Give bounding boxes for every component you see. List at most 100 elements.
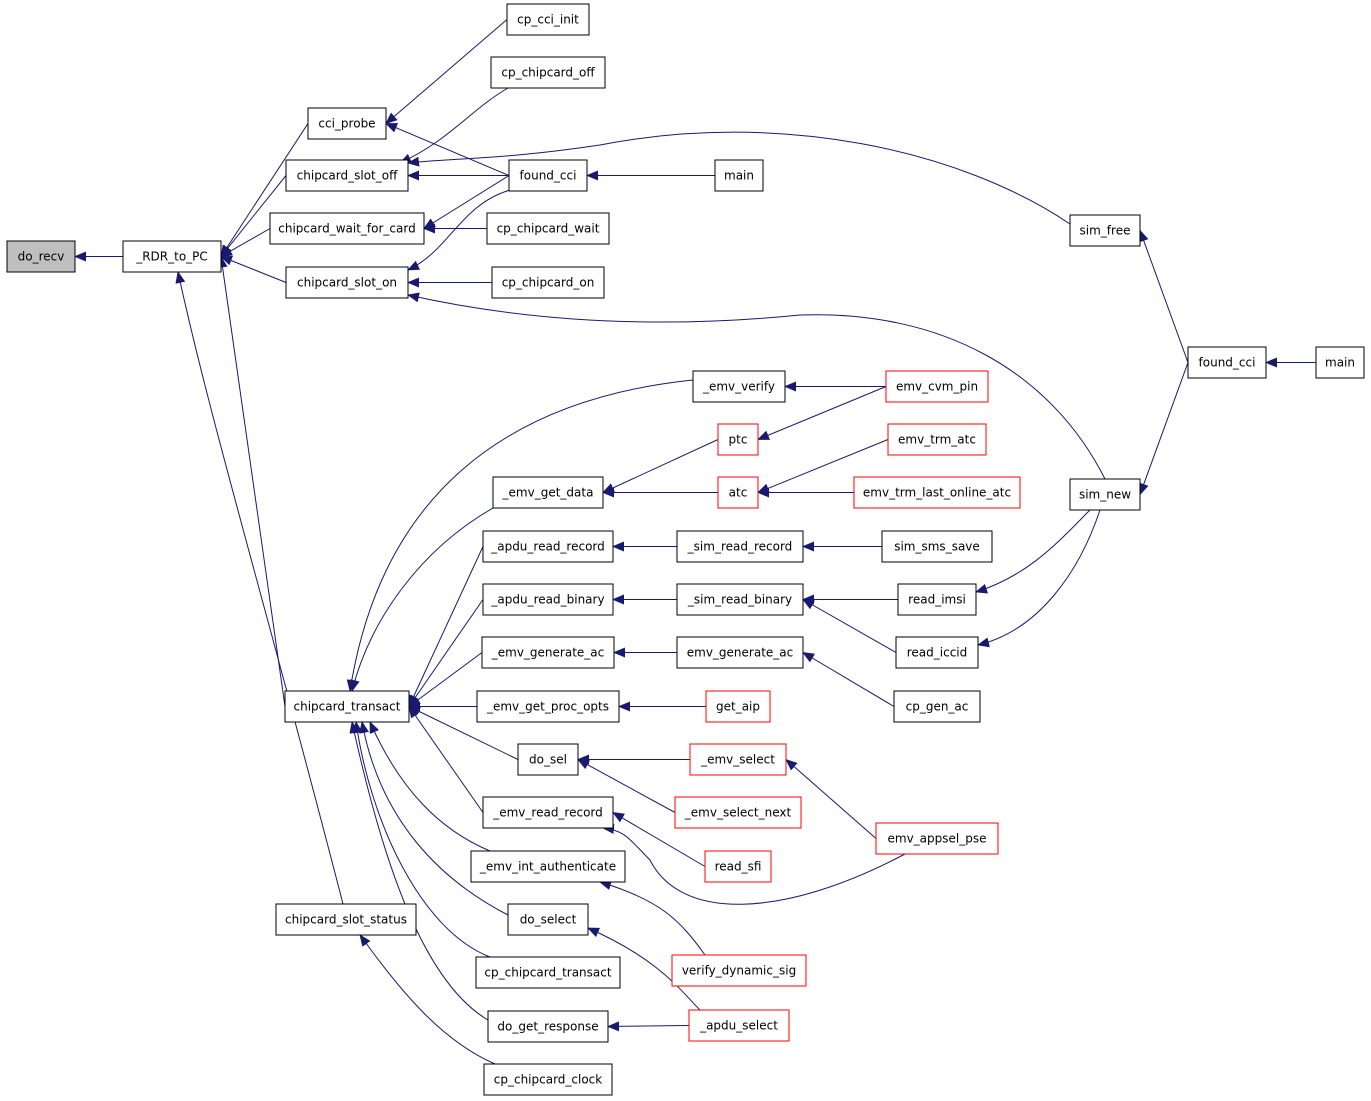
node-atc[interactable]: atc <box>717 476 759 509</box>
node-main_1[interactable]: main <box>714 159 764 192</box>
edge-emv_get_data-to-chipcard_transact <box>349 507 494 692</box>
node-read_iccid[interactable]: read_iccid <box>895 636 979 669</box>
node-found_cci_2[interactable]: found_cci <box>1187 346 1267 379</box>
node-apdu_read_record[interactable]: _apdu_read_record <box>482 530 614 563</box>
node-sim_free[interactable]: sim_free <box>1069 214 1141 247</box>
node-sim_read_record[interactable]: _sim_read_record <box>676 530 804 563</box>
node-label: emv_trm_atc <box>898 433 976 447</box>
node-label: chipcard_wait_for_card <box>278 222 415 236</box>
node-chipcard_slot_status[interactable]: chipcard_slot_status <box>275 903 417 936</box>
edge-cp_chipcard_off-to-chipcard_slot_off <box>399 87 509 164</box>
node-verify_dynamic_sig[interactable]: verify_dynamic_sig <box>671 954 807 987</box>
node-box <box>517 743 579 776</box>
node-emv_trm_last_online_atc[interactable]: emv_trm_last_online_atc <box>853 476 1021 509</box>
node-emv_get_proc_opts[interactable]: _emv_get_proc_opts <box>476 690 620 723</box>
node-emv_generate_ac_int[interactable]: _emv_generate_ac <box>481 636 615 669</box>
node-emv_verify[interactable]: _emv_verify <box>692 370 786 403</box>
node-box <box>881 530 993 563</box>
edge-chipcard_wait_for_card-to-rdr_to_pc <box>220 228 271 257</box>
node-box <box>275 903 417 936</box>
edge-emv_cvm_pin-to-ptc <box>757 386 887 440</box>
edge-do_get_response-to-chipcard_transact <box>349 721 489 1021</box>
node-label: atc <box>729 486 748 500</box>
node-cp_chipcard_wait[interactable]: cp_chipcard_wait <box>486 212 610 245</box>
node-emv_appsel_pse[interactable]: emv_appsel_pse <box>875 822 999 855</box>
node-cp_cci_init[interactable]: cp_cci_init <box>506 3 590 36</box>
node-cp_chipcard_clock[interactable]: cp_chipcard_clock <box>483 1063 613 1096</box>
node-label: _emv_select_next <box>684 806 792 820</box>
node-label: chipcard_transact <box>294 700 401 714</box>
node-emv_int_authenticate[interactable]: _emv_int_authenticate <box>470 850 626 883</box>
node-emv_read_record[interactable]: _emv_read_record <box>482 796 614 829</box>
node-box <box>897 583 977 616</box>
node-sim_new[interactable]: sim_new <box>1069 478 1141 511</box>
node-emv_generate_ac[interactable]: emv_generate_ac <box>676 636 804 669</box>
edge-sim_new-to-chipcard_slot_on <box>407 292 1106 480</box>
node-cci_probe[interactable]: cci_probe <box>307 107 387 140</box>
node-cp_chipcard_on[interactable]: cp_chipcard_on <box>491 266 605 299</box>
node-cp_chipcard_transact[interactable]: cp_chipcard_transact <box>475 956 621 989</box>
node-label: main <box>724 169 754 183</box>
node-label: get_aip <box>716 700 760 714</box>
edge-chipcard_transact-to-rdr_to_pc <box>217 255 286 707</box>
node-label: _emv_verify <box>702 380 775 394</box>
node-found_cci_1[interactable]: found_cci <box>508 159 588 192</box>
node-chipcard_wait_for_card[interactable]: chipcard_wait_for_card <box>269 212 425 245</box>
node-box <box>1315 346 1365 379</box>
edge-do_select-to-chipcard_transact <box>359 721 509 916</box>
node-box <box>689 743 787 776</box>
node-apdu_select[interactable]: _apdu_select <box>688 1009 790 1042</box>
node-box <box>674 796 802 829</box>
node-do_select[interactable]: do_select <box>507 903 589 936</box>
edge-cp_chipcard_transact-to-chipcard_transact <box>352 721 491 958</box>
node-label: read_iccid <box>907 646 968 660</box>
edge-found_cci_1-to-cci_probe <box>385 123 510 176</box>
node-label: cp_chipcard_transact <box>484 966 611 980</box>
node-sim_read_binary[interactable]: _sim_read_binary <box>676 583 804 616</box>
node-label: found_cci <box>520 169 577 183</box>
node-ptc[interactable]: ptc <box>717 423 759 456</box>
node-chipcard_slot_off[interactable]: chipcard_slot_off <box>285 159 409 192</box>
node-emv_trm_atc[interactable]: emv_trm_atc <box>887 423 987 456</box>
node-box <box>483 1063 613 1096</box>
node-rdr_to_pc[interactable]: _RDR_to_PC <box>122 240 222 273</box>
node-cp_chipcard_off[interactable]: cp_chipcard_off <box>490 56 606 89</box>
node-emv_select[interactable]: _emv_select <box>689 743 787 776</box>
node-emv_cvm_pin[interactable]: emv_cvm_pin <box>885 370 989 403</box>
node-read_imsi[interactable]: read_imsi <box>897 583 977 616</box>
node-label: found_cci <box>1199 356 1256 370</box>
edge-chipcard_slot_off-to-rdr_to_pc <box>220 175 287 258</box>
node-do_get_response[interactable]: do_get_response <box>487 1010 609 1043</box>
node-label: cp_chipcard_wait <box>497 222 600 236</box>
node-box <box>482 583 614 616</box>
node-chipcard_transact[interactable]: chipcard_transact <box>284 690 410 723</box>
node-apdu_read_binary[interactable]: _apdu_read_binary <box>482 583 614 616</box>
node-box <box>692 370 786 403</box>
node-do_sel[interactable]: do_sel <box>517 743 579 776</box>
edge-read_sfi-to-emv_read_record <box>612 811 706 867</box>
edge-cp_gen_ac-to-emv_generate_ac <box>802 651 895 707</box>
node-do_recv[interactable]: do_recv <box>6 240 76 273</box>
node-sim_sms_save[interactable]: sim_sms_save <box>881 530 993 563</box>
edge-apdu_read_binary-to-chipcard_transact <box>408 599 484 708</box>
node-label: _emv_get_data <box>502 486 594 500</box>
node-main_2[interactable]: main <box>1315 346 1365 379</box>
edge-cp_chipcard_clock-to-chipcard_slot_status <box>359 934 496 1065</box>
node-get_aip[interactable]: get_aip <box>705 690 771 723</box>
node-label: sim_free <box>1080 224 1131 238</box>
node-emv_get_data[interactable]: _emv_get_data <box>492 476 604 509</box>
node-box <box>470 850 626 883</box>
node-label: sim_new <box>1079 488 1131 502</box>
edge-do_sel-to-chipcard_transact <box>408 706 519 760</box>
edge-sim_new-to-read_iccid <box>977 509 1101 648</box>
node-box <box>676 636 804 669</box>
node-read_sfi[interactable]: read_sfi <box>704 850 772 883</box>
node-box <box>717 423 759 456</box>
node-cp_gen_ac[interactable]: cp_gen_ac <box>893 690 981 723</box>
node-box <box>676 583 804 616</box>
node-box <box>285 266 409 299</box>
node-box <box>704 850 772 883</box>
node-chipcard_slot_on[interactable]: chipcard_slot_on <box>285 266 409 299</box>
node-box <box>895 636 979 669</box>
node-emv_select_next[interactable]: _emv_select_next <box>674 796 802 829</box>
